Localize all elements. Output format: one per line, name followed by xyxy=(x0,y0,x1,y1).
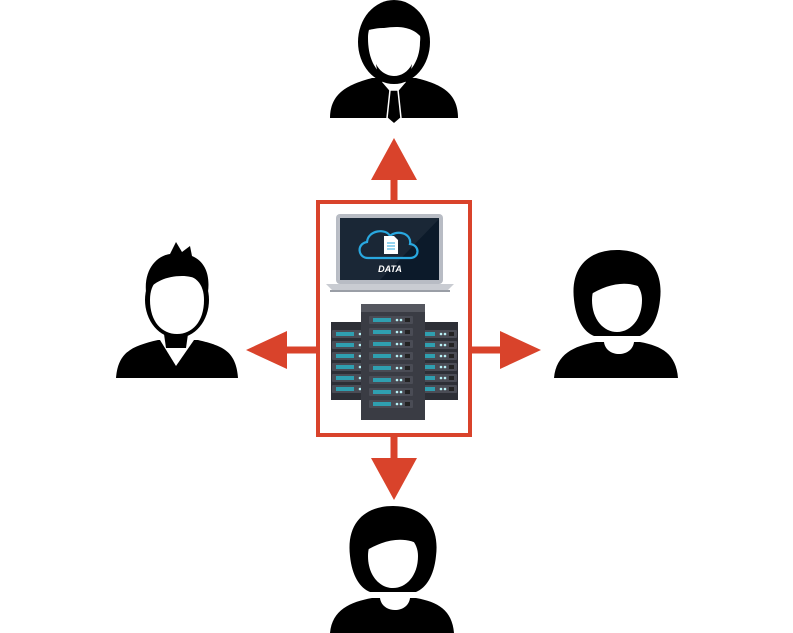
arrow-up xyxy=(371,138,417,202)
arrow-left xyxy=(246,331,318,369)
laptop-screen-label: DATA xyxy=(378,264,402,274)
cloud-icon xyxy=(358,230,419,260)
man-spiky-hair-icon xyxy=(116,242,238,378)
laptop-cloud-data-icon: DATA xyxy=(326,214,454,292)
arrow-down xyxy=(371,435,417,500)
server-rack-icon xyxy=(331,304,458,420)
arrow-right xyxy=(470,331,541,369)
man-with-tie-icon xyxy=(330,0,458,125)
document-icon xyxy=(384,236,398,254)
woman-bob-hair-icon xyxy=(554,250,678,378)
woman-bob-hair-icon xyxy=(330,506,454,633)
